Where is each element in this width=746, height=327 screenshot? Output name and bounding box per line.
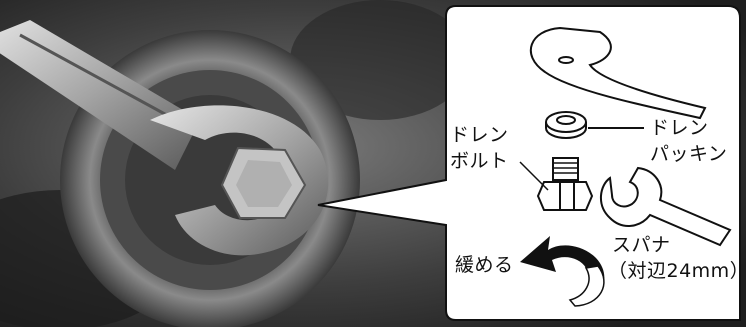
spanner-label-line2: （対辺24mm） [608, 260, 746, 282]
counterclockwise-arrow-icon [520, 236, 605, 307]
spanner-label-line1: スパナ [612, 234, 671, 256]
drain-bolt-label-line1: ドレン [450, 124, 509, 146]
oil-pan-flange [529, 26, 707, 120]
loosen-label: 緩める [455, 254, 514, 276]
drain-packing-label-line2: パッキン [650, 143, 728, 165]
drain-packing [545, 111, 644, 139]
drain-bolt-label-line2: ボルト [450, 150, 509, 172]
drain-packing-label-line1: ドレン [650, 117, 709, 139]
drain-bolt [519, 157, 594, 211]
spanner [600, 166, 732, 247]
